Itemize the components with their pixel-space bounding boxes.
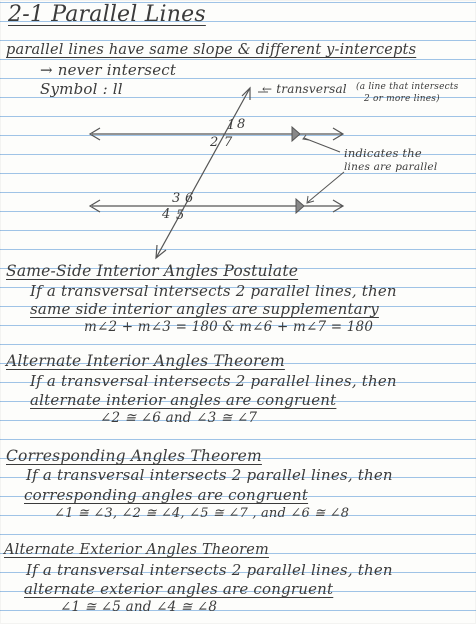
section-4-line-1: If a transversal intersects 2 parallel l… — [26, 561, 393, 579]
parallel-note-1: indicates the — [344, 146, 422, 160]
parallel-marker-upper — [291, 125, 301, 143]
transversal-arrow-top — [241, 86, 251, 100]
parallel-note-arrow-upper — [303, 137, 341, 153]
definition-never-intersect: → never intersect — [40, 61, 177, 79]
parallel-note-arrow-lower-head — [306, 195, 315, 204]
arrow-left-lower — [88, 199, 101, 213]
transversal-line — [155, 87, 251, 259]
angle-label-3: 3 — [172, 191, 181, 206]
angle-label-6: 6 — [185, 191, 194, 206]
parallel-note-2: lines are parallel — [344, 161, 438, 173]
angle-label-1: 1 — [227, 118, 236, 133]
angle-label-8: 8 — [237, 117, 246, 132]
definition-line: parallel lines have same slope & differe… — [6, 42, 417, 58]
section-3-line-3: ∠1 ≅ ∠3, ∠2 ≅ ∠4, ∠5 ≅ ∠7 , and ∠6 ≅ ∠8 — [54, 506, 350, 521]
arrow-right-lower — [332, 199, 345, 213]
section-heading-corresponding: Corresponding Angles Theorem — [6, 447, 262, 465]
transversal-definition-1: (a line that intersects — [356, 82, 459, 92]
parallel-marker-lower — [295, 197, 305, 215]
parallel-note-arrow-lower — [307, 171, 345, 203]
section-4-line-2: alternate exterior angles are congruent — [24, 580, 334, 598]
angle-label-5: 5 — [176, 208, 185, 223]
section-2-line-1: If a transversal intersects 2 parallel l… — [30, 372, 397, 390]
transversal-arrow-bottom — [155, 244, 167, 260]
angle-label-2: 2 — [210, 135, 219, 150]
section-3-line-1: If a transversal intersects 2 parallel l… — [26, 466, 393, 484]
section-2-line-2: alternate interior angles are congruent — [30, 391, 337, 409]
parallel-note-arrow-upper-head — [302, 134, 310, 141]
section-1-line-3: m∠2 + m∠3 = 180 & m∠6 + m∠7 = 180 — [84, 319, 374, 335]
arrow-left-upper — [88, 127, 101, 141]
angle-label-4: 4 — [162, 207, 171, 222]
definition-symbol: Symbol : ll — [40, 80, 123, 98]
angle-label-7: 7 — [224, 135, 233, 150]
page-title: 2-1 Parallel Lines — [8, 2, 206, 27]
section-2-line-3: ∠2 ≅ ∠6 and ∠3 ≅ ∠7 — [100, 410, 258, 426]
section-3-line-2: corresponding angles are congruent — [24, 486, 309, 504]
section-heading-alternate-interior: Alternate Interior Angles Theorem — [6, 352, 285, 370]
transversal-definition-2: 2 or more lines) — [364, 94, 440, 104]
section-heading-same-side-interior: Same-Side Interior Angles Postulate — [6, 262, 299, 280]
section-heading-alternate-exterior: Alternate Exterior Angles Theorem — [4, 542, 270, 558]
arrow-right-upper — [332, 127, 345, 141]
section-1-line-1: If a transversal intersects 2 parallel l… — [30, 282, 397, 300]
section-4-line-3: ∠1 ≅ ∠5 and ∠4 ≅ ∠8 — [60, 599, 218, 615]
section-1-line-2: same side interior angles are supplement… — [30, 300, 379, 318]
transversal-label: ← transversal — [262, 82, 347, 96]
